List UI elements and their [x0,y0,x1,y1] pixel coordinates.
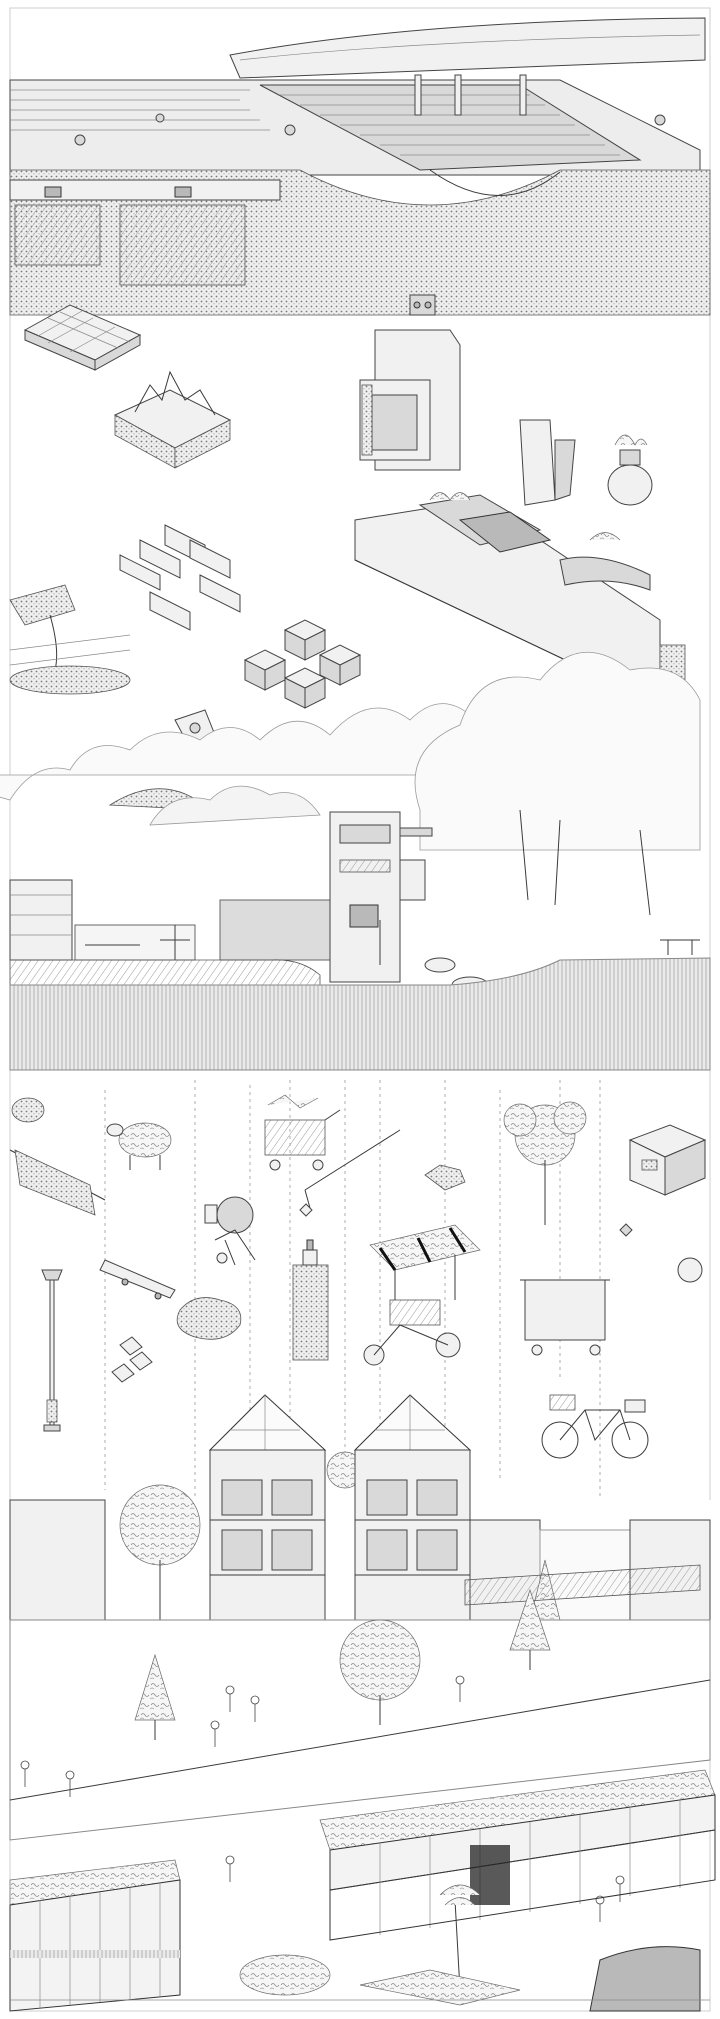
rock-block-icon [113,370,232,469]
pavilion-left-icon [9,1859,181,2012]
house-left-icon [208,1394,327,1621]
street-tree-icon [134,1588,551,1740]
rock-slab-icon [176,1297,242,1340]
hanging-cloth-icon [9,1097,106,1216]
lamp-post-icon [41,1269,63,1432]
spray-can-icon [292,1239,329,1361]
street-axonometric [9,1394,720,2012]
crate-icon [628,1124,707,1196]
shovel-icon [304,1129,401,1209]
tricycle-icon [363,1224,481,1366]
stone-icon [424,1164,466,1191]
pavilion-right-icon [319,1769,716,1941]
sheep-icon [106,1122,172,1170]
tree-icon [503,1101,587,1225]
cart-icon [264,1094,341,1171]
waste-bin-icon [520,1279,610,1356]
object-inventory [9,1080,707,1500]
kiosk-tower-icon [329,811,433,1030]
park-elevation [0,651,711,1071]
heater-tower-icon [359,294,461,471]
pouring-bag-icon [9,584,131,695]
brick-pieces-icon [111,1336,153,1383]
green-roof-section [9,17,711,316]
wall-fragments-icon [119,524,241,631]
bicycle-icon [541,1394,649,1459]
house-right-icon [353,1394,472,1621]
skateboard-icon [99,1259,176,1300]
shrub-icon [239,1954,331,1996]
concrete-mixer-icon [204,1196,256,1266]
bagged-material-icon [243,619,362,709]
material-catalogue [9,294,686,709]
grid-tile-icon [23,304,142,371]
round-sign-icon [677,1257,703,1283]
terraced-planter-icon [354,419,686,706]
bug-icon [619,1223,633,1237]
palm-tree-icon [454,1899,461,1991]
